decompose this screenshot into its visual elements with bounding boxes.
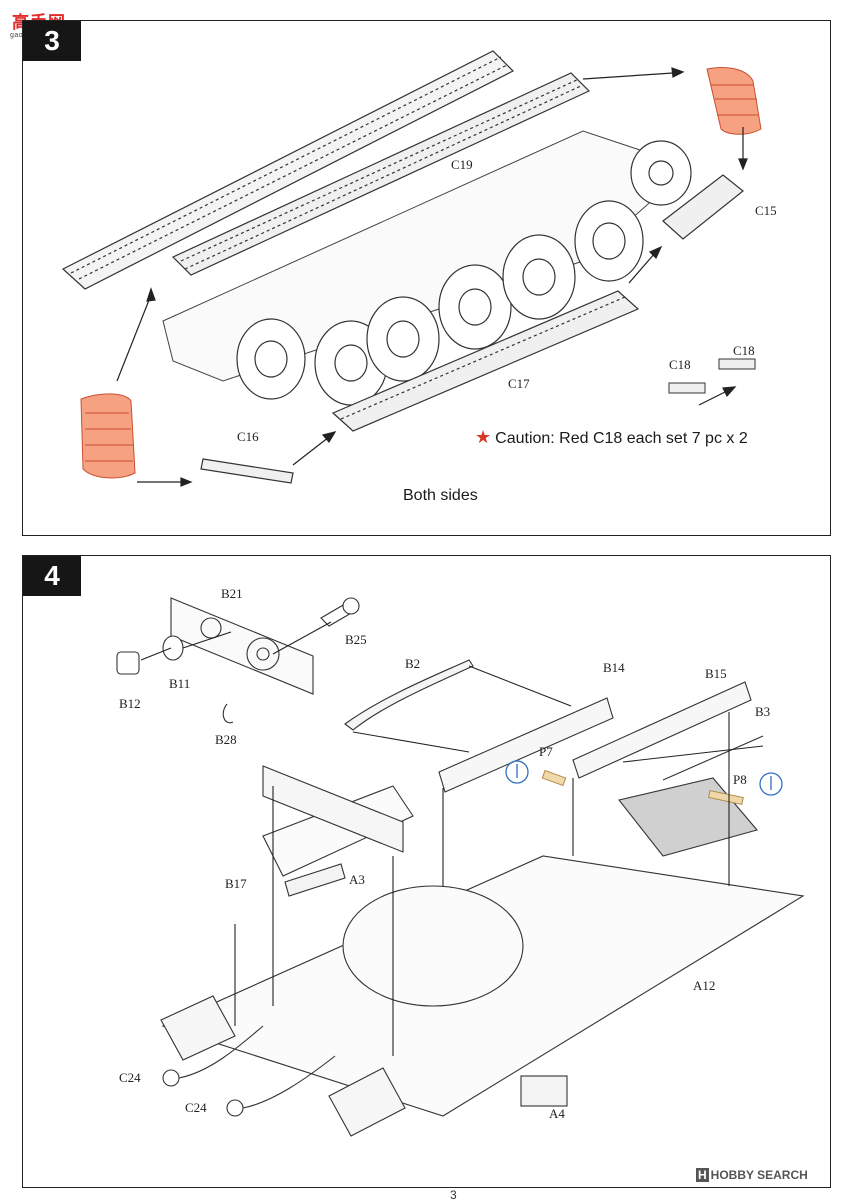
- label-c24-left: C24: [119, 1070, 141, 1085]
- tow-hooks-c24: [162, 1025, 336, 1117]
- red-c18-set-right: [706, 67, 762, 135]
- label-b2: B2: [405, 656, 421, 671]
- label-p8: P8: [733, 772, 747, 787]
- label-a3: A3: [349, 872, 365, 887]
- label-c17: C17: [508, 376, 530, 391]
- assembly-arrows: [116, 67, 748, 487]
- label-c15: C15: [755, 203, 777, 218]
- label-b15: B15: [705, 666, 727, 681]
- watermark-mark: H: [696, 1168, 709, 1182]
- label-p7: P7: [539, 744, 553, 759]
- label-b11: B11: [169, 676, 191, 691]
- caution-text: Caution: Red C18 each set 7 pc x 2: [495, 430, 748, 447]
- label-c24-right: C24: [185, 1100, 207, 1115]
- road-wheels: [236, 140, 692, 406]
- hull-floor: [161, 785, 805, 1117]
- hull-assembly-drawing: [116, 597, 805, 1137]
- label-b21: B21: [221, 586, 243, 601]
- label-a4: A4: [549, 1106, 565, 1121]
- label-a12: A12: [693, 978, 716, 993]
- rear-plate-b21: [170, 597, 314, 695]
- rear-small-parts: [116, 597, 360, 724]
- label-b3: B3: [755, 704, 771, 719]
- star-icon: ★: [475, 427, 492, 447]
- step-number-badge: 3: [23, 21, 81, 61]
- label-b25: B25: [345, 632, 367, 647]
- label-b17: B17: [225, 876, 247, 891]
- upper-track-run: [61, 50, 515, 290]
- label-c16: C16: [237, 429, 259, 444]
- track-assembly-drawing: [61, 50, 762, 487]
- watermark-brand: HOBBY SEARCH: [710, 1168, 808, 1182]
- caution-note: ★Caution: Red C18 each set 7 pc x 2: [475, 427, 748, 448]
- c16-track-segment: [200, 458, 294, 484]
- label-b14: B14: [603, 660, 625, 675]
- bar-b2: [344, 659, 474, 731]
- c18-track-pieces: [668, 358, 756, 394]
- side-panels-b14-b15: [438, 681, 752, 793]
- label-b12: B12: [119, 696, 141, 711]
- label-c18-left: C18: [669, 357, 691, 372]
- drill-hint-icons: [505, 760, 783, 796]
- bracket-a4: [520, 1075, 568, 1107]
- c15-track-segment: [662, 174, 744, 240]
- photoetch-p7-p8: [541, 769, 744, 806]
- step-number-badge: 4: [23, 556, 81, 596]
- page-number: 3: [450, 1188, 457, 1202]
- red-c18-set-left: [80, 393, 136, 479]
- c19-track-run: [171, 72, 591, 276]
- hull-plates: [160, 765, 406, 1137]
- step4-arrows: [140, 621, 764, 1056]
- label-c18-right: C18: [733, 343, 755, 358]
- c17-track-run: [331, 290, 640, 432]
- step-3-panel: 3: [22, 20, 831, 536]
- label-b28: B28: [215, 732, 237, 747]
- label-c19: C19: [451, 157, 473, 172]
- plate-a3: [284, 863, 346, 897]
- step-4-panel: 4: [22, 555, 831, 1188]
- both-sides-note: Both sides: [403, 487, 478, 504]
